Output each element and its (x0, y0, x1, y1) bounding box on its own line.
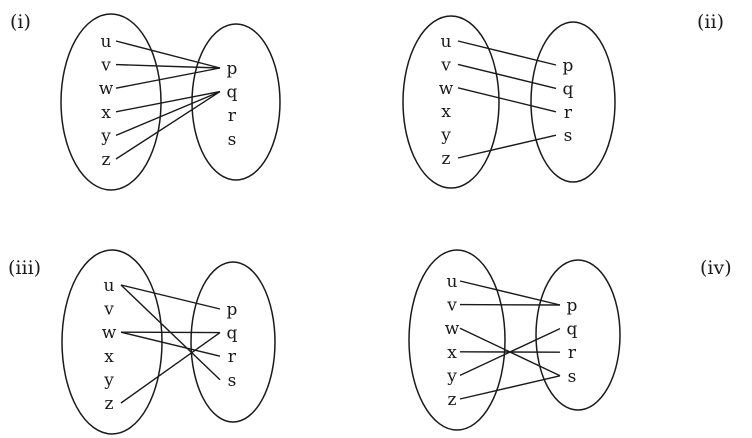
domain-element: x (441, 102, 451, 122)
domain-ellipse (408, 249, 506, 431)
mapping-line-y-q (115, 90, 221, 137)
codomain-element: p (227, 59, 238, 79)
codomain-ellipse (191, 23, 281, 181)
codomain-ellipse (190, 261, 276, 423)
domain-element: z (448, 390, 457, 410)
codomain-element: q (563, 79, 574, 99)
domain-element: v (100, 56, 111, 76)
mapping-lines (459, 280, 561, 400)
mapping-lines (115, 40, 221, 160)
panel-label: (iii) (8, 257, 41, 279)
domain-element: z (102, 150, 111, 170)
codomain-element: q (227, 83, 238, 103)
domain-element: u (447, 272, 458, 292)
codomain-element: r (568, 343, 577, 363)
mapping-line-y-q (459, 327, 561, 377)
panel-label: (iv) (700, 257, 732, 279)
domain-ellipse (60, 13, 162, 191)
domain-element: x (104, 347, 114, 367)
mapping-lines (120, 284, 221, 404)
codomain-element: s (568, 367, 577, 387)
mapping-line-w-p (115, 67, 221, 89)
mapping-line-z-q (115, 91, 221, 160)
codomain-ellipse (530, 21, 616, 183)
codomain-element: p (563, 56, 574, 76)
mapping-line-u-p (459, 280, 561, 306)
codomain-element: s (228, 371, 237, 391)
codomain-element: q (227, 324, 238, 344)
codomain-element: r (228, 106, 237, 126)
domain-element: w (445, 319, 460, 339)
mapping-line-z-s (457, 134, 557, 159)
codomain-element: r (564, 103, 573, 123)
codomain-element: p (227, 300, 238, 320)
domain-element: y (103, 370, 114, 390)
mapping-line-w-r (457, 87, 557, 113)
mapping-line-v-p (115, 63, 221, 69)
codomain-element: s (228, 130, 237, 150)
domain-element: u (101, 32, 112, 52)
domain-element: w (99, 79, 114, 99)
domain-element: y (440, 126, 451, 146)
panel-label: (ii) (697, 11, 724, 33)
codomain-element: p (567, 296, 578, 316)
codomain-element: r (228, 347, 237, 367)
mapping-line-u-p (457, 40, 557, 66)
domain-element: w (439, 79, 454, 99)
codomain-element: q (567, 320, 578, 340)
domain-element: v (446, 296, 457, 316)
mapping-line-x-q (115, 90, 221, 113)
mapping-lines (457, 40, 557, 159)
domain-element: v (103, 300, 114, 320)
panel-label: (i) (10, 11, 31, 33)
codomain-ellipse (535, 259, 621, 411)
domain-element: w (102, 323, 117, 343)
mapping-line-u-p (115, 40, 221, 69)
domain-element: v (440, 55, 451, 75)
domain-element: x (101, 103, 111, 123)
domain-ellipse (402, 15, 500, 189)
domain-element: x (447, 343, 457, 363)
domain-element: z (442, 149, 451, 169)
codomain-element: s (564, 126, 573, 146)
domain-element: u (441, 32, 452, 52)
mapping-line-z-q (120, 332, 221, 404)
domain-element: y (446, 366, 457, 386)
mapping-line-u-p (120, 284, 221, 310)
mapping-line-v-q (457, 63, 557, 90)
mapping-line-w-r (120, 331, 221, 357)
domain-element: y (100, 126, 111, 146)
domain-element: u (104, 276, 115, 296)
domain-element: z (105, 394, 114, 414)
mapping-line-z-s (459, 375, 561, 400)
